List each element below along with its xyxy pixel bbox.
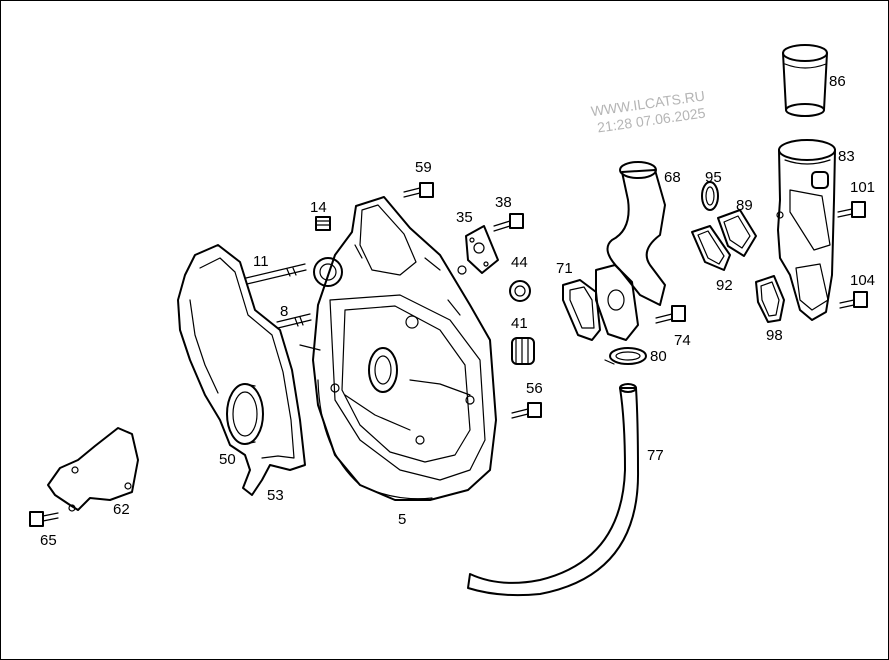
callout-95: 95: [705, 169, 722, 186]
callout-50: 50: [219, 451, 236, 468]
part-cover-plate-35[interactable]: [465, 225, 499, 274]
part-bolt-74[interactable]: [655, 305, 686, 324]
part-filter-86[interactable]: [782, 44, 828, 117]
callout-56: 56: [526, 380, 543, 397]
callout-77: 77: [647, 447, 664, 464]
callout-83: 83: [838, 148, 855, 165]
part-seal-89[interactable]: [717, 209, 757, 257]
watermark: WWW.ILCATS.RU 21:28 07.06.2025: [590, 87, 707, 135]
part-stud-8[interactable]: [276, 313, 312, 329]
callout-53: 53: [267, 487, 284, 504]
part-bolt-56[interactable]: [511, 402, 542, 419]
part-shaft-seal-50[interactable]: [226, 383, 264, 445]
callout-101: 101: [850, 179, 875, 196]
callout-5: 5: [398, 511, 406, 528]
callout-98: 98: [766, 327, 783, 344]
callout-65: 65: [40, 532, 57, 549]
callout-44: 44: [511, 254, 528, 271]
callout-92: 92: [716, 277, 733, 294]
part-oring-95[interactable]: [701, 181, 719, 211]
part-flange[interactable]: [595, 264, 639, 341]
callout-80: 80: [650, 348, 667, 365]
callout-71: 71: [556, 260, 573, 277]
callout-89: 89: [736, 197, 753, 214]
part-seal-44[interactable]: [509, 280, 531, 302]
callout-41: 41: [511, 315, 528, 332]
part-timing-cover[interactable]: [299, 196, 497, 501]
callout-35: 35: [456, 209, 473, 226]
part-bolt-65[interactable]: [29, 511, 59, 527]
part-gasket-53[interactable]: [177, 244, 306, 496]
callout-38: 38: [495, 194, 512, 211]
callout-59: 59: [415, 159, 432, 176]
part-bush-41[interactable]: [511, 337, 535, 365]
part-bolt-59[interactable]: [403, 182, 434, 198]
callout-11: 11: [253, 253, 269, 270]
part-bracket-62[interactable]: [47, 427, 139, 512]
part-hose-77[interactable]: [467, 383, 640, 597]
part-bolt-101[interactable]: [837, 201, 866, 218]
callout-104: 104: [850, 272, 875, 289]
callout-86: 86: [829, 73, 846, 90]
part-elbow-pipe-68[interactable]: [606, 161, 666, 306]
callout-14: 14: [310, 199, 327, 216]
part-clamp-80[interactable]: [604, 347, 647, 365]
callout-8: 8: [280, 303, 288, 320]
callout-74: 74: [674, 332, 691, 349]
part-gasket-71[interactable]: [562, 279, 601, 341]
callout-labels: 5 8 11 14 35 38 41 44 50 53 56 59 62 65 …: [40, 73, 875, 549]
callout-68: 68: [664, 169, 681, 186]
callout-62: 62: [113, 501, 130, 518]
part-bolt-38[interactable]: [493, 213, 524, 232]
part-bolt-104[interactable]: [839, 291, 868, 309]
part-stud-11[interactable]: [245, 263, 307, 285]
part-gasket-92[interactable]: [691, 225, 731, 271]
part-housing-83[interactable]: [776, 139, 836, 321]
part-sleeve-14[interactable]: [315, 216, 331, 231]
part-gasket-98[interactable]: [755, 275, 785, 323]
